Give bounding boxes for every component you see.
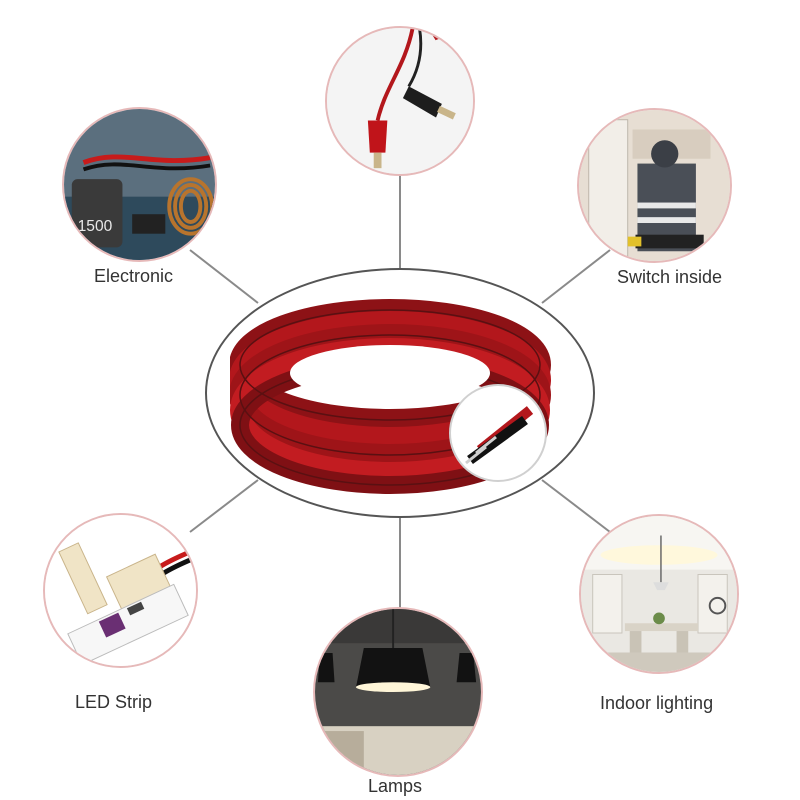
led-strip-icon [45,515,196,666]
label-led-strip: LED Strip [75,692,153,712]
electronic-image: 1500 [62,107,217,262]
wire-coil-icon [230,299,551,494]
wire-clips-icon [327,28,473,174]
indoor-lighting-image [579,514,739,674]
electronic-board-icon: 1500 [64,109,215,260]
electrician-icon [579,110,730,261]
label-switch-inside: Switch inside [617,267,723,287]
label-electronic: Electronic [94,266,174,286]
lamps-image [313,607,483,777]
led-strip-image [43,513,198,668]
label-indoor-lighting: Indoor lighting [600,693,714,713]
switch-inside-image [577,108,732,263]
wire-clips-image [325,26,475,176]
label-lamps: Lamps [368,776,423,796]
indoor-lighting-icon [581,516,737,672]
svg-text:1500: 1500 [78,218,113,235]
lamp-icon [315,609,481,775]
